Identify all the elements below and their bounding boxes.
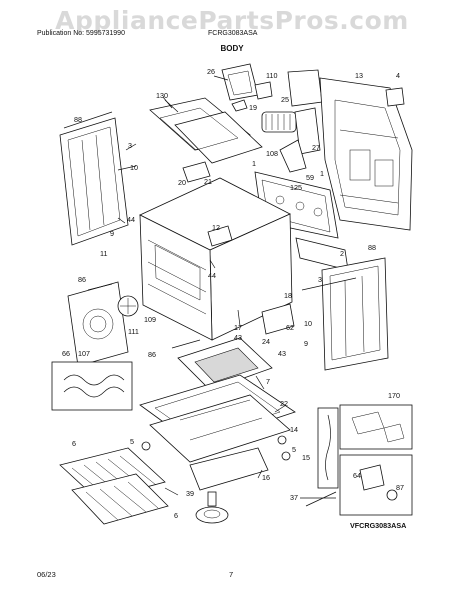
callout: 7 bbox=[266, 377, 270, 386]
vent-59-part bbox=[279, 139, 307, 173]
callout: 20 bbox=[178, 178, 186, 187]
callout: 9 bbox=[304, 339, 308, 348]
callout: 44 bbox=[127, 215, 135, 224]
callout: 10 bbox=[304, 319, 312, 328]
callout: 5 bbox=[130, 437, 134, 446]
wire-15-box bbox=[317, 407, 339, 489]
plate-4-part bbox=[385, 87, 405, 107]
callout: 59 bbox=[306, 173, 314, 182]
callout: 111 bbox=[128, 327, 139, 336]
callout: 5 bbox=[292, 445, 296, 454]
callout: 170 bbox=[388, 391, 400, 400]
leg-5-part bbox=[141, 441, 151, 451]
callout: 25 bbox=[281, 95, 289, 104]
panel-25-part bbox=[287, 69, 323, 107]
callout: 125 bbox=[290, 183, 302, 192]
callout: 12 bbox=[212, 223, 220, 232]
drawer-16-part bbox=[189, 447, 269, 491]
burner-39-part bbox=[195, 491, 229, 524]
leveler-14-part bbox=[277, 435, 287, 445]
thermostat-86-part bbox=[87, 283, 113, 291]
callout: 66 bbox=[62, 349, 70, 358]
kit-170-part bbox=[339, 404, 413, 450]
oven-cavity-part bbox=[139, 177, 293, 341]
callout: 3 bbox=[128, 141, 132, 150]
callout: 4 bbox=[396, 71, 400, 80]
wire-15-part bbox=[325, 414, 331, 481]
vent-bracket-part bbox=[221, 63, 259, 101]
leg-5b-part bbox=[281, 451, 291, 461]
callout: 43 bbox=[278, 349, 286, 358]
publication-number: Publication No: 5995731990 bbox=[37, 30, 125, 37]
callout: 6 bbox=[72, 439, 76, 448]
right-side-panel-part bbox=[321, 257, 389, 371]
igniter-37-part bbox=[305, 491, 337, 507]
callout: 86 bbox=[78, 275, 86, 284]
callout: 86 bbox=[148, 350, 156, 359]
burner-pan-part bbox=[177, 337, 273, 391]
callout: 39 bbox=[186, 489, 194, 498]
sensor-part bbox=[254, 81, 273, 100]
callout: 88 bbox=[74, 115, 82, 124]
callout: 37 bbox=[290, 493, 298, 502]
callout: 110 bbox=[266, 71, 277, 80]
callout: 3 bbox=[318, 275, 322, 284]
callout: 13 bbox=[355, 71, 363, 80]
callout-labels: 26 110 130 19 25 13 4 88 3 108 27 10 20 … bbox=[62, 67, 404, 520]
callout: 1 bbox=[320, 169, 324, 178]
latch-62-part bbox=[261, 303, 295, 335]
leader-lines bbox=[117, 75, 287, 496]
rail-88-part bbox=[63, 111, 113, 129]
callout: 27 bbox=[312, 143, 320, 152]
sensor-12-part bbox=[207, 225, 233, 247]
hardware-box-part bbox=[339, 454, 413, 516]
callout: 62 bbox=[286, 323, 294, 332]
callout: 18 bbox=[284, 291, 292, 300]
left-side-panel-part bbox=[59, 117, 129, 246]
cooling-fan-part bbox=[261, 111, 297, 133]
diagram-model-code: VFCRG3083ASA bbox=[350, 521, 406, 530]
callout: 22 bbox=[280, 399, 288, 408]
model-number: FCRG3083ASA bbox=[208, 30, 258, 37]
callout: 11 bbox=[100, 249, 107, 258]
callout: 2 bbox=[340, 249, 344, 258]
callout: 87 bbox=[396, 483, 404, 492]
back-panel-part bbox=[319, 77, 413, 231]
callout: 108 bbox=[266, 149, 278, 158]
callout: 26 bbox=[207, 67, 215, 76]
oven-rack-b-part bbox=[71, 473, 169, 525]
callout: 64 bbox=[353, 471, 361, 480]
callout: 88 bbox=[368, 243, 376, 252]
callout: 6 bbox=[174, 511, 178, 520]
callout: 10 bbox=[130, 163, 138, 172]
callout: 9 bbox=[110, 229, 114, 238]
page-number: 7 bbox=[229, 570, 234, 579]
footer-date: 06/23 bbox=[37, 570, 56, 579]
clip-part bbox=[231, 99, 248, 112]
section-title: BODY bbox=[220, 44, 244, 53]
callout: 24 bbox=[262, 337, 270, 346]
igniter-86-part bbox=[171, 339, 201, 349]
callout: 109 bbox=[144, 315, 156, 324]
callout: 1 bbox=[252, 159, 256, 168]
callout: 17 bbox=[234, 323, 242, 332]
callout: 130 bbox=[156, 91, 168, 100]
rail-88b-part bbox=[301, 277, 357, 291]
callout: 15 bbox=[302, 453, 310, 462]
callout: 19 bbox=[249, 103, 257, 112]
bracket-20-part bbox=[182, 161, 211, 183]
base-frame-part bbox=[139, 374, 296, 463]
callout: 44 bbox=[208, 271, 216, 280]
callout: 107 bbox=[78, 349, 90, 358]
callout: 14 bbox=[290, 425, 298, 434]
callout: 16 bbox=[262, 473, 270, 482]
top-panel-part bbox=[149, 97, 263, 164]
watermark: AppliancePartsPros.com bbox=[55, 6, 409, 35]
callout: 43 bbox=[234, 333, 242, 342]
callout: 21 bbox=[204, 177, 212, 186]
bake-element-part bbox=[51, 361, 133, 411]
